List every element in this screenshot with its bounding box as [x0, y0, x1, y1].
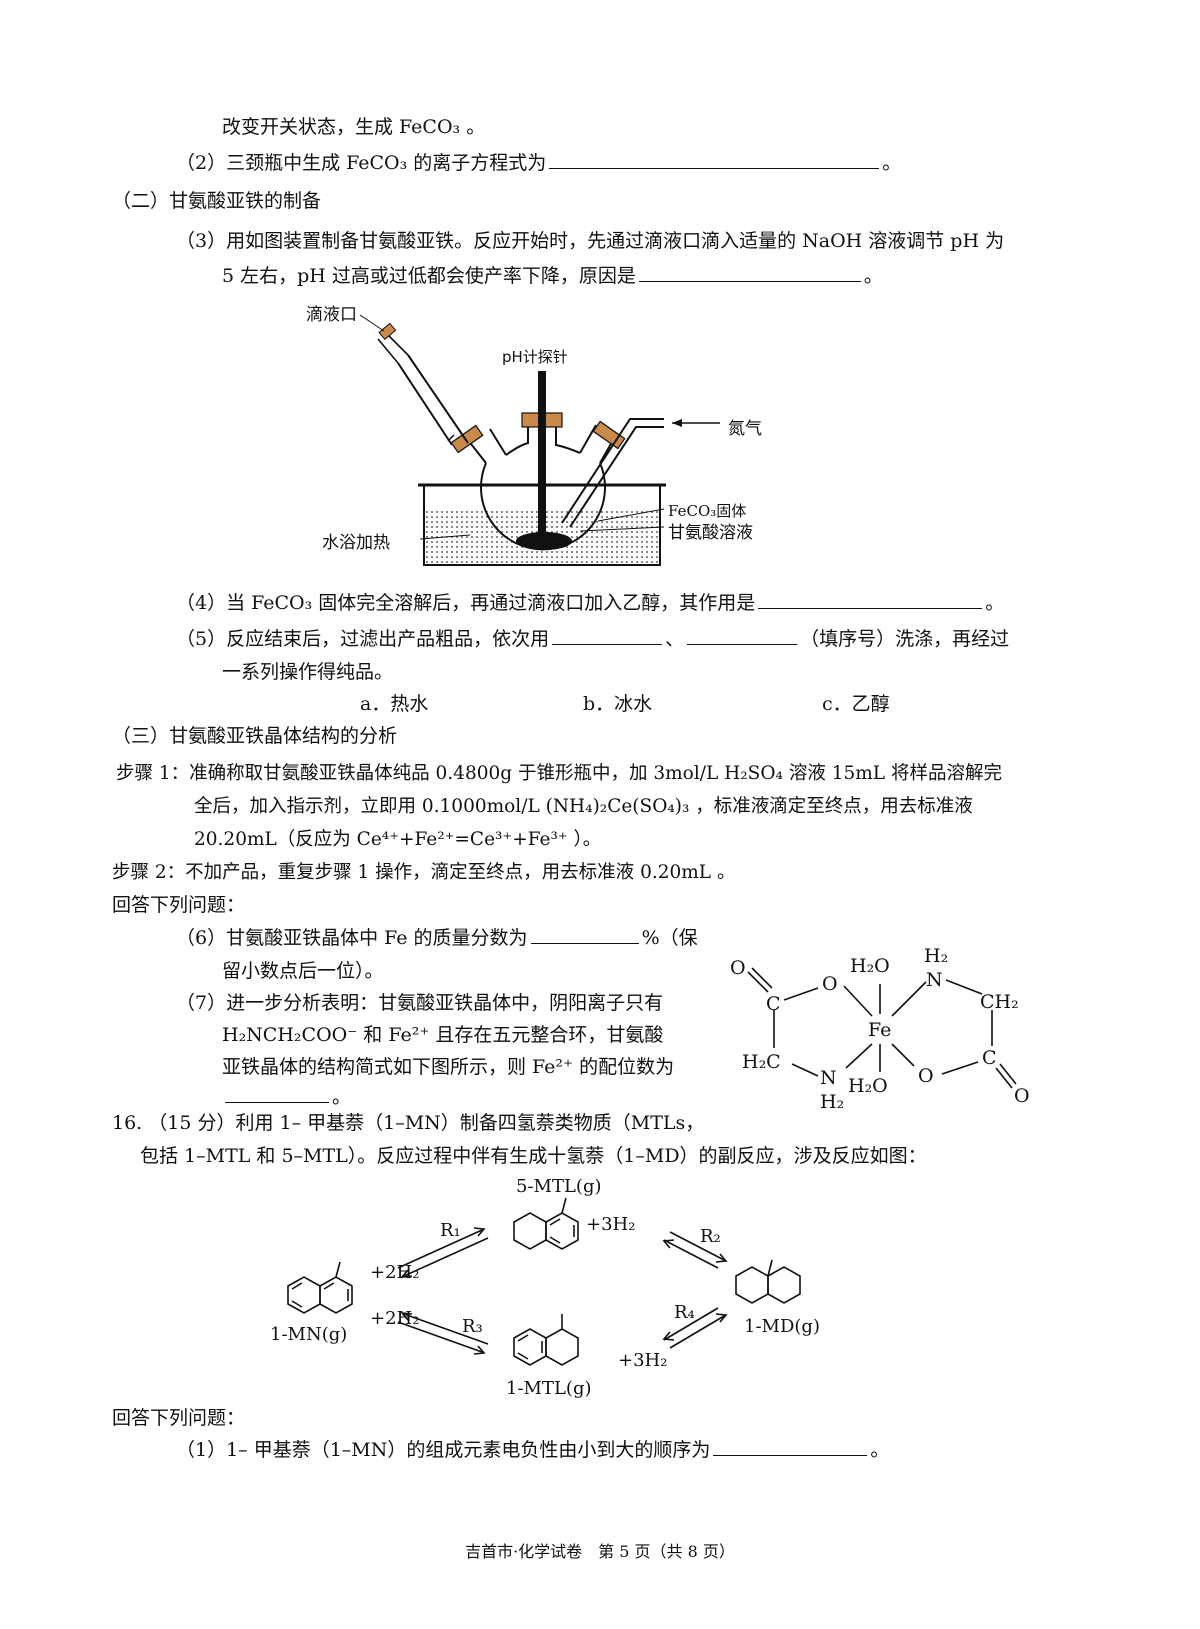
q15-7-line4: 。 — [222, 1084, 351, 1110]
step1-line3: 20.20mL（反应为 Ce⁴⁺+Fe²⁺=Ce³⁺+Fe³⁺ ）。 — [194, 829, 602, 850]
struct-c-left: C — [766, 993, 781, 1015]
label-r3: R₃ — [462, 1316, 483, 1337]
q15-7-line1: （7）进一步分析表明：甘氨酸亚铁晶体中，阴阳离子只有 — [176, 992, 664, 1014]
q15-6-line1: （6）甘氨酸亚铁晶体中 Fe 的质量分数为 %（保 — [176, 925, 698, 951]
q16-line1: 16. （15 分）利用 1– 甲基萘（1–MN）制备四氢萘类物质（MTLs， — [112, 1112, 705, 1134]
label-r1: R₁ — [440, 1220, 461, 1241]
q15-6-answer-blank[interactable] — [530, 925, 639, 944]
q15-continuation-line: 改变开关状态，生成 FeCO₃ 。 — [222, 116, 486, 138]
section-3-heading: （三）甘氨酸亚铁晶体结构的分析 — [112, 725, 398, 747]
label-r4: R₄ — [674, 1302, 695, 1323]
q15-4-text: （4）当 FeCO₃ 固体完全溶解后，再通过滴液口加入乙醇，其作用是 — [176, 592, 756, 614]
q15-5-text-a: （5）反应结束后，过滤出产品粗品，依次用 — [176, 628, 550, 650]
q15-7-line3: 亚铁晶体的结构简式如下图所示，则 Fe²⁺ 的配位数为 — [222, 1056, 675, 1078]
q15-5-separator: 、 — [665, 628, 685, 650]
step2-line: 步骤 2：不加产品，重复步骤 1 操作，滴定至终点，用去标准液 0.20mL 。 — [112, 862, 736, 883]
mol-5mtl — [513, 1212, 547, 1250]
right-stopper — [592, 420, 626, 450]
q15-6-text-b: %（保 — [641, 927, 698, 949]
q16-1-answer-blank[interactable] — [713, 1437, 868, 1456]
q15-2-question: （2）三颈瓶中生成 FeCO₃ 的离子方程式为。 — [176, 150, 902, 174]
answer-heading-1: 回答下列问题： — [112, 894, 246, 916]
q15-7-line2: H₂NCH₂COO⁻ 和 Fe²⁺ 且存在五元整合环，甘氨酸 — [222, 1024, 664, 1046]
q16-1-question: （1）1– 甲基萘（1–MN）的组成元素电负性由小到大的顺序为。 — [176, 1437, 890, 1461]
label-nitrogen: 氮气 — [728, 419, 762, 439]
struct-c-right: C — [982, 1047, 997, 1069]
label-plus-3h2-bottom: +3H₂ — [618, 1350, 667, 1371]
label-plus-2h2-top: +2H₂ — [370, 1262, 419, 1283]
q15-5-answer-blank-1[interactable] — [552, 626, 663, 645]
reaction-scheme: 5-MTL(g) +3H₂ +2H₂ +2H₂ R₁ R₂ R₃ R₄ 1-MN… — [270, 1176, 820, 1399]
label-r2: R₂ — [700, 1226, 721, 1247]
nitrogen-arrow-icon — [672, 419, 682, 427]
struct-o-right: O — [918, 1065, 934, 1087]
option-b: b．冰水 — [583, 693, 653, 715]
struct-h2-bottom: H₂ — [820, 1091, 844, 1113]
step1-line2: 全后，加入指示剂，立即用 0.1000mol/L (NH₄)₂Ce(SO₄)₃ … — [194, 796, 973, 817]
struct-o-right-double: O — [1014, 1085, 1030, 1107]
struct-h2c-left: H₂C — [742, 1051, 781, 1073]
q15-5-line1: （5）反应结束后，过滤出产品粗品，依次用 、 （填序号）洗涤，再经过 — [176, 626, 1009, 652]
label-5mtl: 5-MTL(g) — [516, 1176, 602, 1197]
q15-4-question: （4）当 FeCO₃ 固体完全溶解后，再通过滴液口加入乙醇，其作用是。 — [176, 590, 1005, 614]
mol-1mn — [287, 1276, 321, 1314]
label-feco3-solid: FeCO₃固体 — [668, 502, 747, 520]
option-a: a．热水 — [360, 693, 429, 715]
section-2-heading: （二）甘氨酸亚铁的制备 — [112, 190, 322, 212]
q15-6-line2: 留小数点后一位）。 — [222, 960, 384, 982]
q16-1-text: （1）1– 甲基萘（1–MN）的组成元素电负性由小到大的顺序为 — [176, 1439, 711, 1461]
struct-ch2-right: CH₂ — [980, 991, 1019, 1013]
q15-6-text-a: （6）甘氨酸亚铁晶体中 Fe 的质量分数为 — [176, 927, 528, 949]
page-footer: 吉首市·化学试卷 第 5 页（共 8 页） — [465, 1542, 735, 1561]
struct-n-bottom: N — [820, 1067, 837, 1089]
q15-3-line1: （3）用如图装置制备甘氨酸亚铁。反应开始时，先通过滴液口滴入适量的 NaOH 溶… — [176, 230, 1005, 252]
glycinate-structure-diagram: O C O H₂O H₂ N CH₂ Fe H₂C N H₂ H₂O O C O — [730, 945, 1030, 1113]
option-c: c．乙醇 — [822, 693, 890, 715]
dropping-funnel — [407, 354, 469, 444]
q15-3-answer-blank[interactable] — [638, 263, 861, 282]
label-glycine-solution: 甘氨酸溶液 — [668, 523, 753, 543]
struct-h2o-bottom: H₂O — [848, 1075, 888, 1097]
q15-3-line2: 5 左右，pH 过高或过低都会使产率下降，原因是。 — [222, 263, 883, 287]
q15-4-answer-blank[interactable] — [758, 590, 983, 609]
q15-5-answer-blank-2[interactable] — [687, 626, 798, 645]
struct-o-left: O — [822, 973, 838, 995]
label-1md: 1-MD(g) — [744, 1316, 820, 1337]
feco3-solid — [516, 532, 572, 550]
apparatus-diagram — [359, 314, 720, 566]
label-1mtl: 1-MTL(g) — [506, 1378, 592, 1399]
mol-1md — [735, 1266, 769, 1304]
step1-line1: 步骤 1：准确称取甘氨酸亚铁晶体纯品 0.4800g 于锥形瓶中，加 3mol/… — [116, 763, 1002, 784]
label-water-bath: 水浴加热 — [322, 533, 390, 553]
struct-o-left-double: O — [730, 957, 746, 979]
label-plus-3h2-top: +3H₂ — [586, 1214, 635, 1235]
q15-5-text-b: （填序号）洗涤，再经过 — [800, 628, 1010, 650]
label-1mn: 1-MN(g) — [270, 1324, 347, 1345]
q15-7-answer-blank[interactable] — [225, 1084, 329, 1103]
nitrogen-tube — [561, 418, 664, 524]
q15-2-answer-blank[interactable] — [549, 150, 880, 169]
label-plus-2h2-bottom: +2H₂ — [370, 1308, 419, 1329]
q15-3-text: 5 左右，pH 过高或过低都会使产率下降，原因是 — [222, 265, 636, 287]
answer-heading-2: 回答下列问题： — [112, 1407, 246, 1429]
struct-h2-top: H₂ — [924, 945, 948, 967]
left-stopper — [450, 424, 484, 454]
q16-line2: 包括 1–MTL 和 5–MTL）。反应过程中伴有生成十氢萘（1–MD）的副反应… — [140, 1145, 927, 1167]
struct-n-top: N — [926, 969, 943, 991]
label-drop-port: 滴液口 — [306, 305, 357, 325]
label-ph-probe: pH计探针 — [502, 348, 568, 366]
ph-probe — [538, 371, 546, 539]
struct-h2o-top: H₂O — [850, 955, 890, 977]
q15-2-text: （2）三颈瓶中生成 FeCO₃ 的离子方程式为 — [176, 152, 547, 174]
struct-fe: Fe — [868, 1019, 891, 1041]
q15-5-line2: 一系列操作得纯品。 — [222, 661, 394, 683]
